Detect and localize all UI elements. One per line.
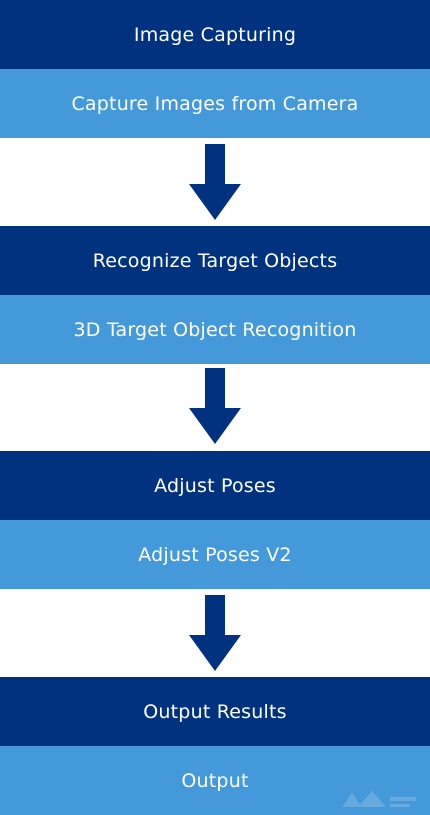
logo-watermark [342, 791, 416, 807]
stage-4-title-bar: Output Results [0, 677, 430, 746]
stage-4-step: Output [181, 769, 249, 792]
stage-2-title-bar: Recognize Target Objects [0, 226, 430, 295]
stage-3-title-bar: Adjust Poses [0, 451, 430, 520]
down-arrow-icon [189, 368, 241, 444]
stage-2-title: Recognize Target Objects [92, 249, 338, 272]
stage-3-step-bar: Adjust Poses V2 [0, 520, 430, 589]
stage-4-step-bar: Output [0, 746, 430, 815]
stage-4-title: Output Results [143, 700, 287, 723]
stage-3-step: Adjust Poses V2 [138, 543, 292, 566]
stage-2-step-bar: 3D Target Object Recognition [0, 295, 430, 364]
down-arrow-icon [189, 595, 241, 671]
stage-2-step: 3D Target Object Recognition [73, 318, 357, 341]
down-arrow-icon [189, 144, 241, 220]
stage-1-title-bar: Image Capturing [0, 0, 430, 69]
stage-1-step: Capture Images from Camera [71, 92, 359, 115]
stage-1-step-bar: Capture Images from Camera [0, 69, 430, 138]
stage-3-title: Adjust Poses [154, 474, 276, 497]
stage-1-title: Image Capturing [133, 23, 297, 46]
